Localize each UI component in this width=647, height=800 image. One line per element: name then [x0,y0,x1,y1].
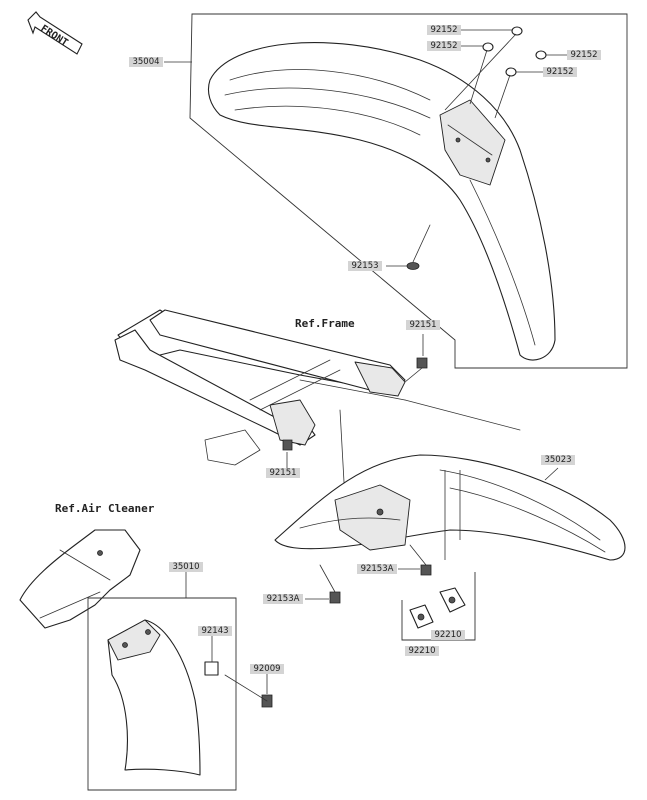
bolt-92151-upper [404,357,428,383]
part-label-92151-upper[interactable]: 92151 [406,320,440,330]
svg-text:35023: 35023 [544,455,571,465]
screw-92153A-right [409,544,432,576]
front-direction-badge: FRONT [27,11,83,55]
svg-text:92009: 92009 [253,664,280,674]
ref-frame-label: Ref.Frame [295,317,355,330]
screw-92153 [406,224,431,270]
mud-flap-35010 [107,619,201,776]
nut-plate-left [409,604,434,629]
part-label-92152-d[interactable]: 92152 [543,67,577,77]
svg-text:92143: 92143 [201,626,228,636]
part-label-92210-right[interactable]: 92210 [431,630,465,640]
part-label-92143[interactable]: 92143 [198,626,232,636]
part-label-92151-lower[interactable]: 92151 [266,468,300,478]
air-cleaner-reference-shape [19,529,141,629]
screw-92153A-left [319,564,341,604]
svg-text:92152: 92152 [430,41,457,51]
collar-92143 [204,661,219,676]
svg-text:92153A: 92153A [267,594,300,604]
mud-flap-group-box [87,597,237,791]
svg-text:92153A: 92153A [361,564,394,574]
part-label-92153[interactable]: 92153 [348,261,382,271]
svg-text:92151: 92151 [409,320,436,330]
part-label-92153A-left[interactable]: 92153A [263,594,303,604]
bolt-92151-lower [282,439,293,451]
nut-plate-right [439,587,466,613]
rear-fender-35023 [274,454,626,561]
part-label-92152-a[interactable]: 92152 [427,25,461,35]
svg-text:35010: 35010 [172,562,199,572]
part-label-35023[interactable]: 35023 [541,455,575,465]
part-label-92210-left[interactable]: 92210 [405,646,439,656]
washer-group-front [482,26,547,77]
svg-text:92152: 92152 [430,25,457,35]
svg-text:35004: 35004 [132,57,159,67]
frame-reference-subframe [114,309,521,501]
bolt-92009 [224,674,273,708]
svg-text:92151: 92151 [269,468,296,478]
part-label-92152-b[interactable]: 92152 [427,41,461,51]
part-label-92009[interactable]: 92009 [250,664,284,674]
svg-text:92210: 92210 [434,630,461,640]
svg-text:92153: 92153 [351,261,378,271]
part-label-92152-c[interactable]: 92152 [567,50,601,60]
part-label-92153A-right[interactable]: 92153A [357,564,397,574]
svg-text:92152: 92152 [546,67,573,77]
svg-text:92152: 92152 [570,50,597,60]
svg-text:92210: 92210 [408,646,435,656]
front-fender-35004 [207,42,556,361]
part-label-35004[interactable]: 35004 [129,57,163,67]
ref-air-cleaner-label: Ref.Air Cleaner [55,502,155,515]
part-label-35010[interactable]: 35010 [169,562,203,572]
front-fender-group-box [189,13,628,369]
